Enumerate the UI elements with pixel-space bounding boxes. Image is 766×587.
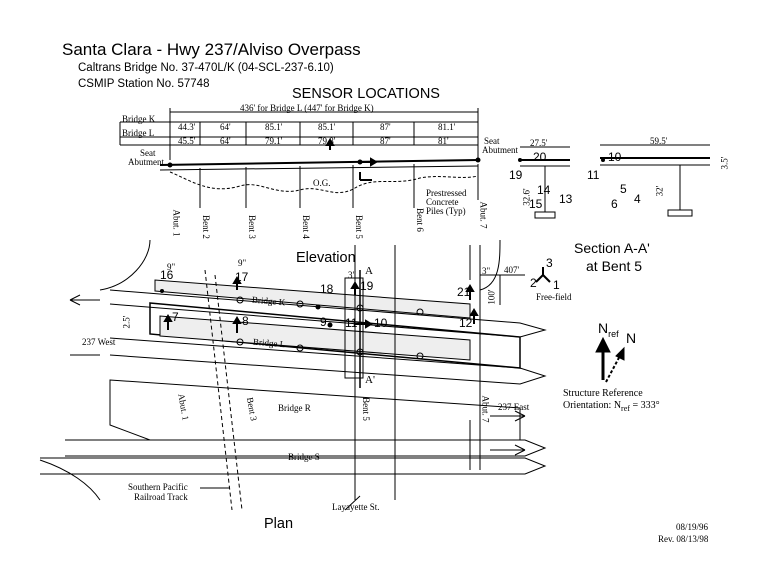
- plan-sensor-8: 8: [242, 314, 249, 328]
- free-field-caption: Free-field: [536, 292, 572, 302]
- support-bent-5: Bent 5: [353, 215, 364, 239]
- plan-sensor-21: 21: [457, 285, 471, 299]
- plan-sensor-19: 19: [360, 279, 374, 293]
- overall-length: 436' for Bridge L (447' for Bridge K): [240, 103, 374, 113]
- plan-abut-7: Abut. 7: [480, 395, 491, 423]
- plan-dim-3in-b: 3": [482, 266, 491, 276]
- plan-dim-9in-a: 9": [167, 262, 176, 272]
- plan-dim-100ft: 100': [486, 289, 497, 305]
- revision-date: Rev. 08/13/98: [658, 534, 709, 544]
- section-sensor-11: 11: [587, 168, 600, 182]
- station-number: CSMIP Station No. 57748: [78, 78, 210, 90]
- section-width-l: 59.5': [650, 136, 668, 146]
- seat-abutment-left-1: Seat: [140, 148, 156, 158]
- plan-bridge-r: Bridge R: [278, 403, 311, 413]
- section-sensor-19: 19: [509, 168, 523, 182]
- seat-abutment-right-1: Seat: [484, 136, 500, 146]
- plan-sensor-17: 17: [235, 270, 249, 284]
- bridge-number: Caltrans Bridge No. 37-470L/K (04-SCL-23…: [78, 62, 334, 74]
- plan-sensor-11: 11: [345, 316, 358, 330]
- support-abut-7: Abut. 7: [478, 201, 489, 229]
- support-bent-6: Bent 6: [414, 208, 425, 232]
- span-l-2: 64': [220, 136, 231, 146]
- section-height-l: 32': [654, 185, 665, 197]
- free-field-sensor-1: 1: [553, 278, 560, 292]
- original-ground-label: O.G.: [313, 178, 331, 188]
- support-bent-3: Bent 3: [246, 215, 257, 239]
- section-caption-2: at Bent 5: [586, 258, 643, 274]
- section-width-k: 27.5': [530, 138, 548, 148]
- orientation-line-2: Orientation: Nref = 333°: [563, 400, 660, 413]
- piles-note-3: Piles (Typ): [426, 206, 466, 216]
- support-bent-4: Bent 4: [300, 215, 311, 239]
- n-arrow-label: N: [626, 330, 637, 346]
- plan-bridge-s: Bridge S: [288, 452, 320, 462]
- plan-dim-407ft: 407': [504, 265, 520, 275]
- section-sensor-10: 10: [608, 150, 622, 164]
- section-sensor-6: 6: [611, 197, 618, 211]
- section-depth: 3.5': [719, 156, 730, 170]
- plan-237-west: 237 West: [82, 337, 116, 347]
- section-sensor-20: 20: [533, 150, 547, 164]
- plan-dim-3in-a: 3": [348, 270, 357, 280]
- section-sensor-5: 5: [620, 182, 627, 196]
- section-sensor-15: 15: [529, 197, 543, 211]
- span-k-2: 64': [220, 122, 231, 132]
- span-k-4: 85.1': [318, 122, 336, 132]
- span-l-4: 79.8': [318, 136, 336, 146]
- span-l-5: 87': [380, 136, 391, 146]
- railroad-label-1: Southern Pacific: [128, 482, 188, 492]
- free-field-sensor-3: 3: [546, 256, 553, 270]
- plan-caption: Plan: [264, 516, 294, 532]
- section-sensor-14: 14: [537, 183, 551, 197]
- plan-sensor-18: 18: [320, 282, 334, 296]
- drawing-date: 08/19/96: [676, 522, 709, 532]
- span-l-1: 45.5': [178, 136, 196, 146]
- section-sensor-4: 4: [634, 192, 641, 206]
- span-l-3: 79.1': [265, 136, 283, 146]
- section-sensor-13: 13: [559, 192, 573, 206]
- span-l-6: 81': [438, 136, 449, 146]
- section-cut-a-prime: A': [365, 374, 375, 386]
- span-k-6: 81.1': [438, 122, 456, 132]
- seat-abutment-right-2: Abutment: [482, 145, 518, 155]
- plan-bent-5: Bent 5: [360, 397, 371, 421]
- page-title: Santa Clara - Hwy 237/Alviso Overpass: [62, 40, 361, 59]
- street-label: Layayette St.: [332, 502, 380, 512]
- section-cut-a: A: [365, 265, 373, 277]
- nref-arrow-label: Nref: [598, 320, 619, 339]
- elevation-caption: Elevation: [296, 250, 356, 266]
- railroad-label-2: Railroad Track: [134, 492, 188, 502]
- span-k-1: 44.3': [178, 122, 196, 132]
- sensor-locations-title: SENSOR LOCATIONS: [292, 86, 440, 102]
- row-label-bridge-l: Bridge L: [122, 128, 155, 138]
- piles-note-1: Prestressed: [426, 188, 467, 198]
- seat-abutment-left-2: Abutment: [128, 157, 164, 167]
- plan-237-east: 237 East: [498, 402, 530, 412]
- support-bent-2: Bent 2: [200, 215, 211, 239]
- plan-sensor-12: 12: [459, 316, 473, 330]
- plan-sensor-16: 16: [160, 268, 174, 282]
- plan-dim-9in-b: 9": [238, 258, 247, 268]
- support-abut-1: Abut. 1: [171, 209, 182, 237]
- row-label-bridge-k: Bridge K: [122, 114, 156, 124]
- free-field-sensor-2: 2: [530, 276, 537, 290]
- orientation-line-1: Structure Reference: [563, 388, 643, 399]
- plan-sensor-9: 9: [320, 315, 327, 329]
- span-k-3: 85.1': [265, 122, 283, 132]
- section-caption-1: Section A-A': [574, 240, 650, 256]
- plan-sensor-7: 7: [172, 310, 179, 324]
- plan-sensor-10: 10: [374, 316, 388, 330]
- plan-dim-2-5ft: 2.5': [121, 315, 132, 329]
- piles-note-2: Concrete: [426, 197, 459, 207]
- span-k-5: 87': [380, 122, 391, 132]
